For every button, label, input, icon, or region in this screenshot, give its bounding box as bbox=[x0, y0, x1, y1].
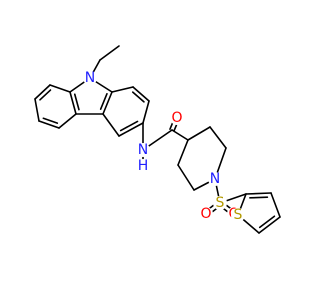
bond-R1-R2-1 bbox=[102, 91, 113, 115]
bond-L1-L6-1 bbox=[69, 91, 77, 115]
bond-CH2-CH3 bbox=[99, 45, 120, 61]
bond-L1-L2 bbox=[49, 84, 71, 93]
bond-R6-R2 bbox=[102, 113, 120, 137]
atom-label-H_amide: H bbox=[138, 158, 149, 174]
bond-T3-T2-2 bbox=[249, 196, 269, 199]
bond-L4-L5-1 bbox=[38, 120, 60, 129]
atom-label-S_thiophene: S bbox=[234, 207, 243, 223]
bond-L2-L3-2 bbox=[39, 89, 52, 101]
atom-bg-NH bbox=[136, 143, 150, 157]
bond-P3-P2 bbox=[209, 126, 227, 149]
molecule-canvas: NNHONSOOS bbox=[34, 45, 281, 234]
molecule-structure: NNHONSOOS bbox=[34, 45, 281, 234]
bond-P5-P4 bbox=[177, 139, 189, 166]
atom-bg-H_amide bbox=[136, 159, 150, 173]
atom-layer: NNHONSOOS bbox=[83, 70, 245, 223]
bond-T5-T4-1 bbox=[258, 216, 281, 234]
bond-T5-T4-2 bbox=[258, 215, 276, 229]
bond-R3-R4-2 bbox=[131, 91, 145, 103]
bond-L4-L5-2 bbox=[42, 117, 59, 124]
atom-label-NH: N bbox=[138, 142, 148, 158]
atom-label-N_pip: N bbox=[210, 171, 220, 187]
atom-label-N9: N bbox=[85, 70, 95, 86]
atom-bg-O_s_left bbox=[199, 207, 213, 221]
atom-bg-O_carbonyl bbox=[170, 111, 184, 125]
bond-L5-L6 bbox=[58, 113, 77, 129]
bond-R4-R5 bbox=[142, 100, 150, 124]
atom-bg-N_pip bbox=[208, 172, 222, 186]
bond-P6-P5 bbox=[177, 164, 195, 191]
atom-bg-S_thiophene bbox=[231, 208, 245, 222]
bond-L3-L4 bbox=[34, 98, 40, 122]
atom-label-O_s_left: O bbox=[200, 206, 211, 222]
bond-C_amide-P4 bbox=[171, 129, 189, 141]
bond-R5-R6-1 bbox=[118, 122, 144, 137]
bond-L1-L6-2 bbox=[73, 93, 80, 111]
atom-bg-S_sulfonyl bbox=[213, 196, 227, 210]
bond-R3-R4-1 bbox=[132, 86, 150, 102]
bond-P4-P3 bbox=[187, 126, 211, 141]
atom-bg-N9 bbox=[83, 71, 97, 85]
bond-R5-R6-2 bbox=[119, 120, 139, 132]
bond-T3-T2-1 bbox=[245, 192, 272, 195]
bond-L2-L3-1 bbox=[34, 84, 51, 100]
bond-layer bbox=[34, 45, 281, 234]
bond-R1-R2-2 bbox=[99, 92, 108, 110]
bond-R1-R3 bbox=[111, 86, 134, 93]
bond-T4-T3 bbox=[270, 192, 281, 218]
atom-label-S_sulfonyl: S bbox=[216, 195, 225, 211]
atom-label-O_carbonyl: O bbox=[171, 110, 182, 126]
